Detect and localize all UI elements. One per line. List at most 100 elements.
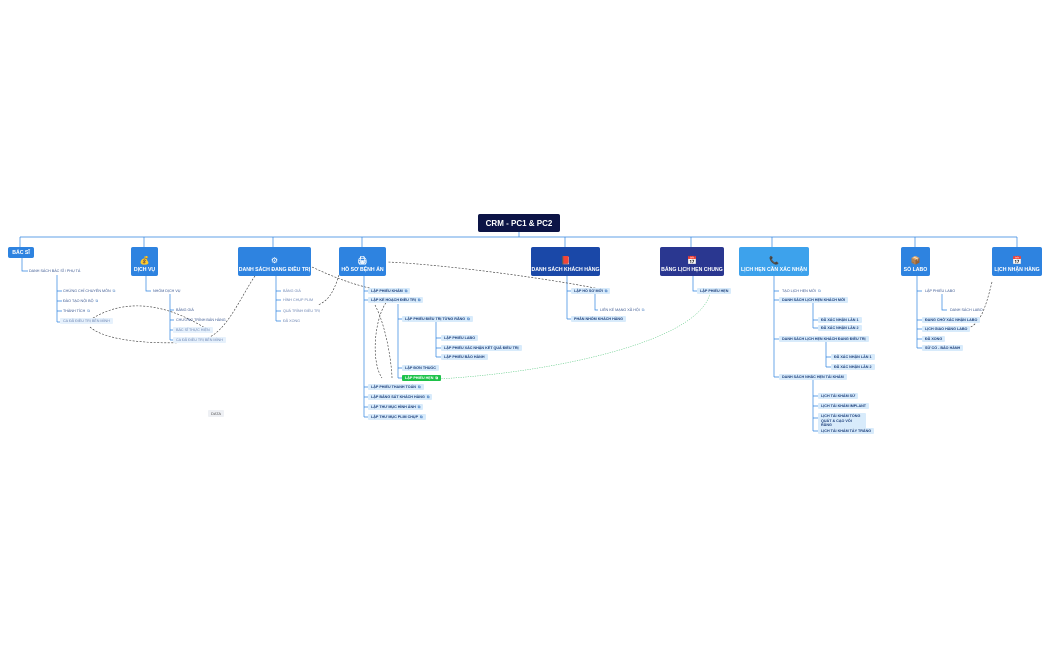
leaf-label: LẬP HỒ SƠ MỚI [574, 289, 603, 294]
leaf-node[interactable]: LẬP PHIẾU BẢO HÀNH [441, 354, 488, 361]
leaf-node[interactable]: TẠO LỊCH HẸN MỚI⧉ [779, 288, 824, 294]
leaf-node[interactable]: LẬP PHIẾU KHÁM⧉ [368, 288, 411, 295]
leaf-node[interactable]: ĐÃ XÁC NHẬN LẦN 2 [818, 325, 862, 332]
leaf-node[interactable]: LẬP ĐƠN THUỐC [402, 365, 439, 372]
leaf-label: DANH SÁCH NHẮC HẸN TÁI KHÁM [782, 375, 844, 380]
category-dieu-tri[interactable]: ⚙DANH SÁCH ĐANG ĐIỀU TRỊ [238, 247, 311, 276]
note-icon: ⧉ [417, 298, 421, 303]
leaf-label: DANH SÁCH LỊCH HẸN KHÁCH MỚI [782, 298, 846, 303]
leaf-label: ĐÃ XÁC NHẬN LẦN 2 [821, 326, 859, 331]
leaf-node[interactable]: CHƯƠNG TRÌNH BÁN HÀNG [173, 317, 229, 323]
category-label: DỊCH VỤ [133, 267, 156, 273]
leaf-node[interactable]: CA ĐÃ ĐIỀU TRỊ BÊN MÌNH [173, 337, 226, 344]
leaf-node[interactable]: ĐÃ XÁC NHẬN LẦN 2 [831, 364, 875, 371]
leaf-node[interactable]: DANH SÁCH NHẮC HẸN TÁI KHÁM [779, 374, 847, 381]
leaf-node[interactable]: BÁC SĨ THỰC HIỆN [173, 327, 213, 334]
leaf-node[interactable]: LẬP BẢNG SÁT KHÁCH HÀNG⧉ [368, 394, 433, 401]
category-label: BẢNG LỊCH HẸN CHUNG [661, 267, 723, 273]
leaf-node[interactable]: LIÊN KẾ MẠNG XÃ HỘI⧉ [597, 307, 647, 313]
leaf-node[interactable]: CHỨNG CHỈ CHUYÊN MÔN⧉ [60, 288, 118, 294]
leaf-label: QUÁ TRÌNH ĐIỀU TRỊ [283, 309, 320, 314]
leaf-node[interactable]: DANH SÁCH BÁC SĨ / PHỤ TÁ [26, 268, 83, 274]
note-icon: ⧉ [112, 289, 116, 294]
leaf-label: ĐÃ XÁC NHẬN LẦN 1 [821, 318, 859, 323]
leaf-node[interactable]: ĐÃ XÁC NHẬN LẦN 1 [818, 317, 862, 324]
leaf-node[interactable]: BẢNG GIÁ [280, 288, 304, 294]
category-label: LỊCH HẸN CẦN XÁC NHẬN [741, 267, 807, 273]
leaf-label: SỬ CỐ - BẢO HÀNH [925, 346, 961, 351]
leaf-label: LỊCH TÁI KHÁM TỔNG QUÁT & CẠO VÔI RĂNG [821, 414, 861, 428]
leaf-label: DANH SÁCH BÁC SĨ / PHỤ TÁ [29, 269, 81, 274]
leaf-label: ĐÀO TẠO NỘI BỘ [63, 299, 94, 304]
category-dich-vu[interactable]: 💰DỊCH VỤ [131, 247, 158, 276]
leaf-node[interactable]: ĐÃ XONG [280, 318, 303, 324]
leaf-node[interactable]: DANH SÁCH LABO [947, 307, 986, 313]
phone-icon: 📞 [769, 256, 779, 265]
printer-icon: 🖨 [357, 256, 368, 265]
leaf-node[interactable]: LỊCH TÁI KHÁM TỔNG QUÁT & CẠO VÔI RĂNG [818, 413, 866, 429]
leaf-node[interactable]: HÌNH CHỤP PLIM [280, 297, 316, 303]
leaf-label: LẬP BẢNG SÁT KHÁCH HÀNG [371, 395, 425, 400]
leaf-node[interactable]: LỊCH TÁI KHÁM TẨY TRẮNG [818, 428, 875, 435]
leaf-node[interactable]: THÀNH TÍCH⧉ [60, 308, 93, 314]
category-lich-hen[interactable]: 📅BẢNG LỊCH HẸN CHUNG [660, 247, 724, 276]
leaf-node[interactable]: BẢNG GIÁ [173, 307, 197, 313]
category-bac-si[interactable]: BÁC SĨ [8, 247, 34, 258]
leaf-label: NHÓM DỊCH VỤ [153, 289, 181, 294]
leaf-node[interactable]: QUÁ TRÌNH ĐIỀU TRỊ [280, 308, 323, 314]
leaf-label: THÀNH TÍCH [63, 309, 86, 314]
category-label: SỔ LABO [903, 267, 928, 273]
root-node[interactable]: CRM - PC1 & PC2 [478, 214, 560, 232]
leaf-node[interactable]: ĐÀO TẠO NỘI BỘ⧉ [60, 298, 101, 304]
note-icon: ⧉ [420, 415, 423, 420]
leaf-node[interactable]: SỬ CỐ - BẢO HÀNH [922, 345, 964, 352]
leaf-label: LỊCH GIAO HÀNG LABO [925, 327, 968, 332]
leaf-label: DANH SÁCH LABO [950, 308, 983, 313]
category-so-labo[interactable]: 📦 SỔ LABO [901, 247, 930, 276]
leaf-node[interactable]: LẬP KẾ HOẠCH ĐIỀU TRỊ⧉ [368, 297, 424, 304]
box-icon: 📦 [910, 256, 921, 265]
leaf-node[interactable]: LẬP THƯ MỤC HÌNH ẢNH⧉ [368, 404, 424, 411]
category-ho-so[interactable]: 🖨HỒ SƠ BỆNH ÁN [339, 247, 386, 276]
leaf-node[interactable]: LỊCH GIAO HÀNG LABO [922, 326, 971, 333]
note-icon: ⧉ [95, 299, 99, 304]
leaf-label: PHÂN NHÓM KHÁCH HÀNG [574, 317, 623, 322]
leaf-node[interactable]: PHÂN NHÓM KHÁCH HÀNG [571, 316, 626, 323]
leaf-label: LẬP PHIẾU ĐIỀU TRỊ TỪNG RĂNG [405, 317, 466, 322]
category-xac-nhan[interactable]: 📞 LỊCH HẸN CẦN XÁC NHẬN [739, 247, 809, 276]
leaf-label: ĐÃ XÁC NHẬN LẦN 1 [834, 355, 872, 360]
category-khach-hang[interactable]: 📕DANH SÁCH KHÁCH HÀNG [531, 247, 600, 276]
leaf-node-highlighted[interactable]: LẬP PHIẾU HẸN⧉ [402, 375, 442, 382]
category-nhan-hang[interactable]: 📅LỊCH NHẬN HÀNG [992, 247, 1042, 276]
leaf-label: CA ĐÃ ĐIỀU TRỊ BÊN MÌNH [63, 319, 110, 324]
leaf-node[interactable]: LẬP PHIẾU LABO [922, 288, 958, 294]
leaf-node[interactable]: ĐÃ XÁC NHẬN LẦN 1 [831, 354, 875, 361]
category-label: DANH SÁCH KHÁCH HÀNG [531, 267, 600, 273]
leaf-node[interactable]: LẬP THƯ MỤC PLIM CHỤP⧉ [368, 414, 426, 421]
floating-tag[interactable]: DATA [208, 410, 225, 417]
leaf-node[interactable]: LẬP PHIẾU LABO [441, 335, 479, 342]
leaf-node[interactable]: DANH SÁCH LỊCH HẸN KHÁCH ĐANG ĐIỀU TRỊ [779, 336, 869, 343]
leaf-label: LẬP PHIẾU KHÁM [371, 289, 403, 294]
leaf-node[interactable]: LẬP PHIẾU XÁC NHẬN KẾT QUẢ ĐIỀU TRỊ [441, 345, 522, 352]
gears-icon: ⚙ [270, 256, 279, 265]
leaf-node[interactable]: LẬP PHIẾU HẸN [697, 288, 732, 295]
leaf-node[interactable]: LỊCH TÁI KHÁM IMPLANT [818, 403, 870, 410]
leaf-node[interactable]: ĐANG CHỜ XÁC NHẬN LABO [922, 317, 981, 324]
leaf-node[interactable]: LỊCH TÁI KHÁM SỨ [818, 393, 859, 400]
leaf-node[interactable]: NHÓM DỊCH VỤ [150, 288, 183, 294]
note-icon: ⧉ [641, 308, 645, 313]
leaf-node[interactable]: CA ĐÃ ĐIỀU TRỊ BÊN MÌNH [60, 318, 113, 325]
note-icon: ⧉ [417, 405, 421, 410]
leaf-node[interactable]: LẬP HỒ SƠ MỚI⧉ [571, 288, 611, 295]
leaf-label: LẬP THƯ MỤC HÌNH ẢNH [371, 405, 416, 410]
leaf-label: HÌNH CHỤP PLIM [283, 298, 314, 303]
leaf-node[interactable]: ĐÃ XONG [922, 336, 946, 343]
leaf-node[interactable]: DANH SÁCH LỊCH HẸN KHÁCH MỚI [779, 297, 849, 304]
leaf-label: LẬP PHIẾU XÁC NHẬN KẾT QUẢ ĐIỀU TRỊ [444, 346, 519, 351]
leaf-node[interactable]: LẬP PHIẾU ĐIỀU TRỊ TỪNG RĂNG⧉ [402, 316, 473, 323]
category-label: BÁC SĨ [12, 249, 30, 256]
leaf-node[interactable]: LẬP PHIẾU THANH TOÁN⧉ [368, 384, 424, 391]
leaf-label: LẬP KẾ HOẠCH ĐIỀU TRỊ [371, 298, 416, 303]
